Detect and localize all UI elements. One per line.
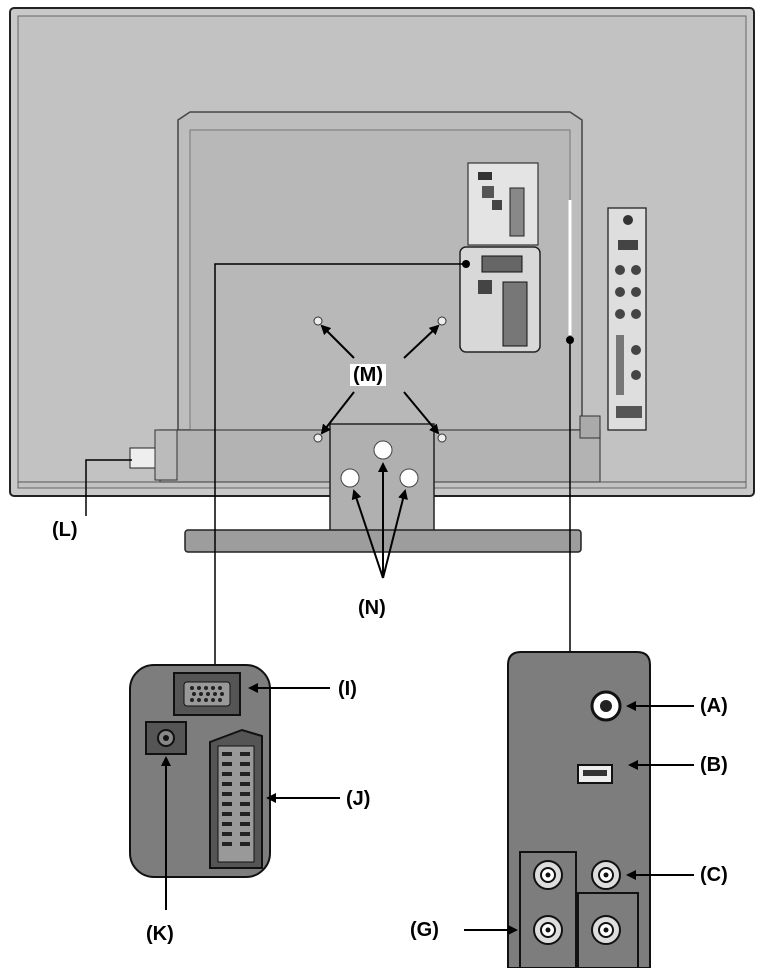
label-g: (G) <box>410 919 439 941</box>
label-m: (M) <box>350 364 386 386</box>
leader-line-left <box>214 263 466 668</box>
tv-side-connector-strip <box>607 207 647 431</box>
label-c: (C) <box>700 864 728 886</box>
vga-port <box>173 672 241 716</box>
arrows-n <box>351 462 408 579</box>
label-k: (K) <box>146 923 174 945</box>
arrows-m <box>320 324 440 435</box>
label-b: (B) <box>700 754 728 776</box>
usb-port <box>577 764 613 784</box>
rca-jacks <box>533 860 621 945</box>
right-bracket <box>579 415 601 439</box>
label-j: (J) <box>346 788 371 810</box>
detail-panel-right <box>507 651 651 968</box>
tv-scart-vga-module <box>459 246 541 353</box>
label-n: (N) <box>358 597 386 619</box>
cable-clamp <box>129 429 178 481</box>
detail-panel-left <box>129 664 271 878</box>
leader-line-l <box>85 459 132 516</box>
scart-port <box>209 728 263 869</box>
mounting-holes <box>313 316 447 443</box>
label-a: (A) <box>700 695 728 717</box>
antenna-socket <box>590 690 622 722</box>
label-i: (I) <box>338 678 357 700</box>
label-l: (L) <box>52 519 78 541</box>
tv-top-connector-module <box>467 162 539 246</box>
audio-jack <box>145 721 187 755</box>
